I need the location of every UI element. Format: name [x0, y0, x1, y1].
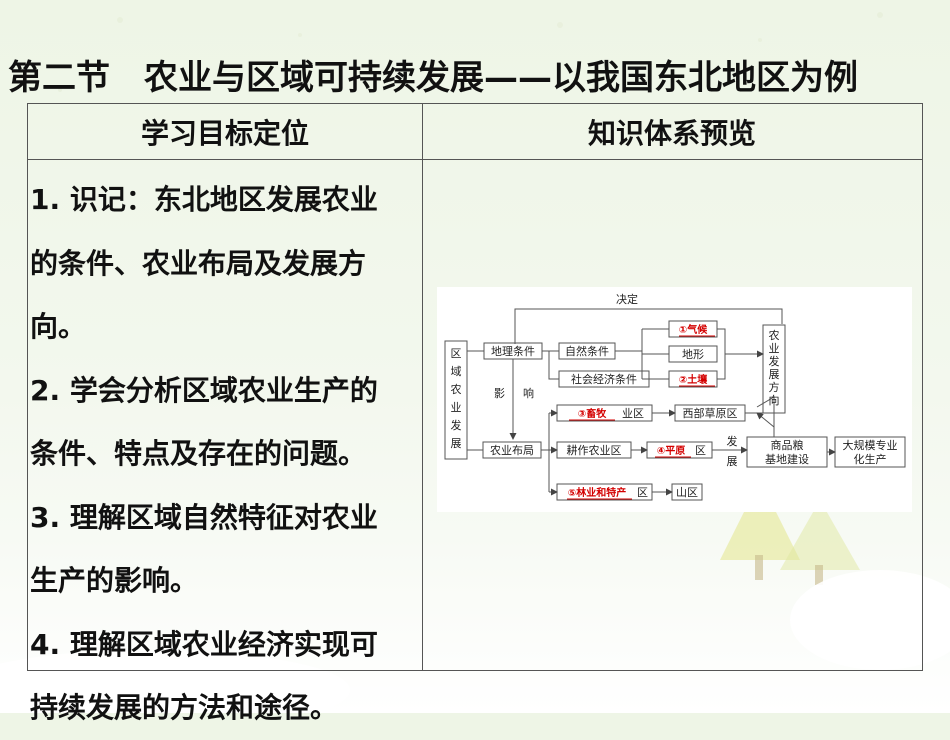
- learning-goals-text: 1. 识记：东北地区发展农业 的条件、农业布局及发展方 向。 2. 学会分析区域…: [30, 168, 420, 740]
- decide-label: 决定: [616, 292, 638, 306]
- forestry-suffix: 区: [637, 486, 648, 499]
- page-title: 第二节 农业与区域可持续发展——以我国东北地区为例: [8, 58, 858, 98]
- left-box-char: 业: [451, 401, 462, 414]
- left-box-char: 区: [451, 347, 462, 360]
- mountain-label: 山区: [676, 486, 698, 499]
- farming-area-label: 耕作农业区: [567, 443, 622, 457]
- goal-line: 条件、特点及存在的问题。: [30, 437, 367, 470]
- livestock-suffix: 业区: [622, 407, 644, 420]
- large-scale-line: 大规模专业: [843, 438, 898, 452]
- left-box-char: 农: [451, 382, 462, 396]
- goal-line: 1. 识记：东北地区发展农业: [30, 183, 378, 216]
- decide-connector: [514, 308, 783, 344]
- geo-conditions-label: 地理条件: [491, 344, 535, 358]
- direction-char: 发: [769, 354, 780, 368]
- direction-char: 方: [769, 380, 780, 394]
- natural-conditions-label: 自然条件: [565, 344, 609, 358]
- socio-conditions-label: 社会经济条件: [571, 372, 637, 386]
- mountain-box: [671, 483, 703, 501]
- goal-line: 的条件、农业布局及发展方: [30, 246, 367, 280]
- knowledge-diagram: 区 域 农 业 发 展 决定 地理条件 自然条件 社会经济条件 影 响 地形 农…: [437, 287, 912, 512]
- grain-base-line: 基地建设: [765, 452, 809, 466]
- goal-line: 向。: [30, 310, 87, 343]
- direction-char: 展: [769, 368, 780, 381]
- large-scale-box: [834, 436, 906, 468]
- learning-goals-header: 学习目标定位: [28, 104, 422, 160]
- plain-answer: ④平原: [657, 445, 685, 457]
- livestock-answer: ③畜牧: [578, 407, 607, 420]
- goal-line: 3. 理解区域自然特征对农业: [30, 500, 378, 534]
- plain-suffix: 区: [695, 444, 706, 457]
- agri-layout-label: 农业布局: [490, 443, 534, 457]
- terrain-label: 地形: [682, 348, 704, 361]
- goal-line: 持续发展的方法和途径。: [30, 691, 339, 724]
- goal-line: 生产的影响。: [30, 564, 199, 597]
- left-box-char: 域: [451, 365, 462, 378]
- regional-agriculture-box: [444, 340, 468, 460]
- goal-line: 2. 学会分析区域农业生产的: [30, 373, 378, 407]
- development-char: 发: [727, 434, 738, 448]
- influence-char: 影: [494, 387, 505, 400]
- development-char: 展: [727, 455, 738, 468]
- climate-answer: ①气候: [679, 323, 708, 336]
- soil-answer: ②土壤: [679, 373, 708, 386]
- left-box-char: 发: [451, 418, 462, 432]
- column-divider: [422, 104, 423, 670]
- influence-char: 响: [523, 387, 534, 400]
- large-scale-line: 化生产: [854, 452, 887, 466]
- terrain-box: [668, 345, 718, 363]
- direction-char: 向: [769, 393, 780, 407]
- goal-line: 4. 理解区域农业经济实现可: [30, 627, 378, 661]
- direction-char: 农: [769, 328, 780, 342]
- west-grassland-label: 西部草原区: [683, 406, 738, 420]
- knowledge-overview-header: 知识体系预览: [422, 104, 922, 160]
- left-box-char: 展: [451, 437, 462, 450]
- content-table: 学习目标定位 知识体系预览 1. 识记：东北地区发展农业 的条件、农业布局及发展…: [27, 103, 923, 724]
- grain-base-line: 商品粮: [771, 438, 804, 452]
- direction-char: 业: [769, 342, 780, 355]
- forestry-answer: ⑤林业和特产: [568, 486, 626, 499]
